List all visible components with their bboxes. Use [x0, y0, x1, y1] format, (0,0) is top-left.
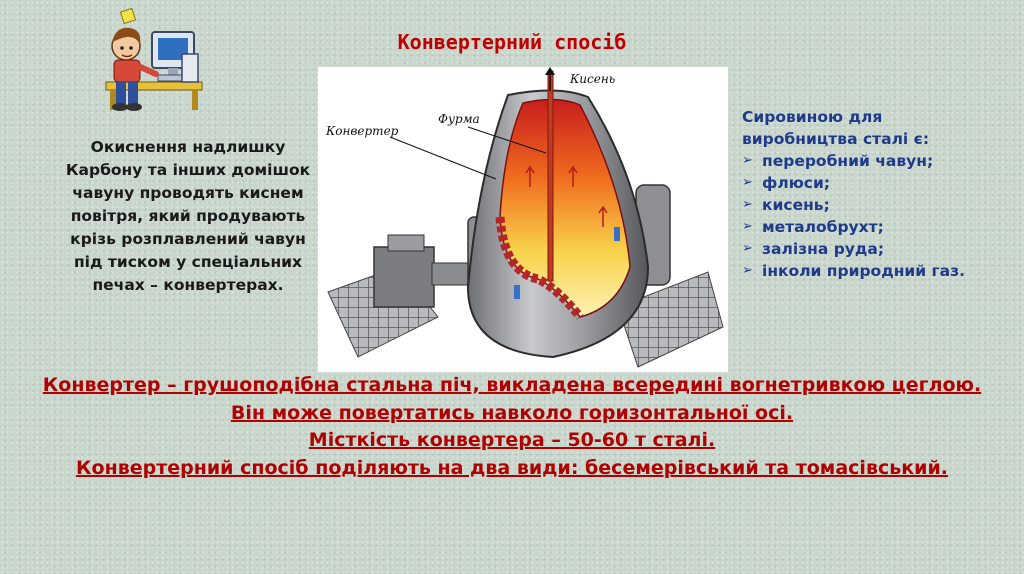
list-item-text: кисень;: [762, 196, 830, 214]
arrowhead-bullet-icon: ➢: [742, 260, 753, 282]
list-item-text: залізна руда;: [762, 240, 884, 258]
list-item: ➢ переробний чавун;: [742, 150, 982, 172]
drive-unit: [374, 247, 434, 307]
list-item-text: флюси;: [762, 174, 830, 192]
arrowhead-bullet-icon: ➢: [742, 216, 753, 238]
converter-capacity: Місткість конвертера – 50-60 т сталі.: [40, 427, 984, 455]
process-description: Окиснення надлишку Карбону та інших домі…: [56, 136, 320, 297]
arrowhead-bullet-icon: ➢: [742, 238, 753, 260]
list-item: ➢ залізна руда;: [742, 238, 982, 260]
arrowhead-bullet-icon: ➢: [742, 150, 753, 172]
bottom-definitions: Конвертер – грушоподібна стальна піч, ви…: [40, 372, 984, 482]
person-at-computer-icon: [96, 8, 208, 114]
list-item: ➢ флюси;: [742, 172, 982, 194]
converter-types: Конвертерний спосіб поділяють на два вид…: [40, 455, 984, 483]
list-item-text: металобрухт;: [762, 218, 884, 236]
arrowhead-bullet-icon: ➢: [742, 194, 753, 216]
tuyere-label: Фурма: [438, 112, 480, 126]
list-item-text: інколи природний газ.: [762, 262, 965, 280]
oxygen-label: Кисень: [569, 72, 615, 86]
converter-diagram: Кисень Фурма Конвертер: [318, 67, 728, 372]
arrowhead-bullet-icon: ➢: [742, 172, 753, 194]
list-item: ➢ кисень;: [742, 194, 982, 216]
oxygen-lance: [548, 71, 553, 281]
raw-materials-list: ➢ переробний чавун; ➢ флюси; ➢ кисень; ➢ мет…: [742, 150, 982, 282]
converter-label: Конвертер: [325, 124, 399, 138]
list-item: ➢ металобрухт;: [742, 216, 982, 238]
converter-definition: Конвертер – грушоподібна стальна піч, ви…: [40, 372, 984, 427]
list-item-text: переробний чавун;: [762, 152, 933, 170]
raw-materials-block: Сировиною для виробництва сталі є: ➢ пере…: [742, 106, 982, 282]
list-item: ➢ інколи природний газ.: [742, 260, 982, 282]
raw-materials-intro: Сировиною для виробництва сталі є:: [742, 106, 982, 150]
